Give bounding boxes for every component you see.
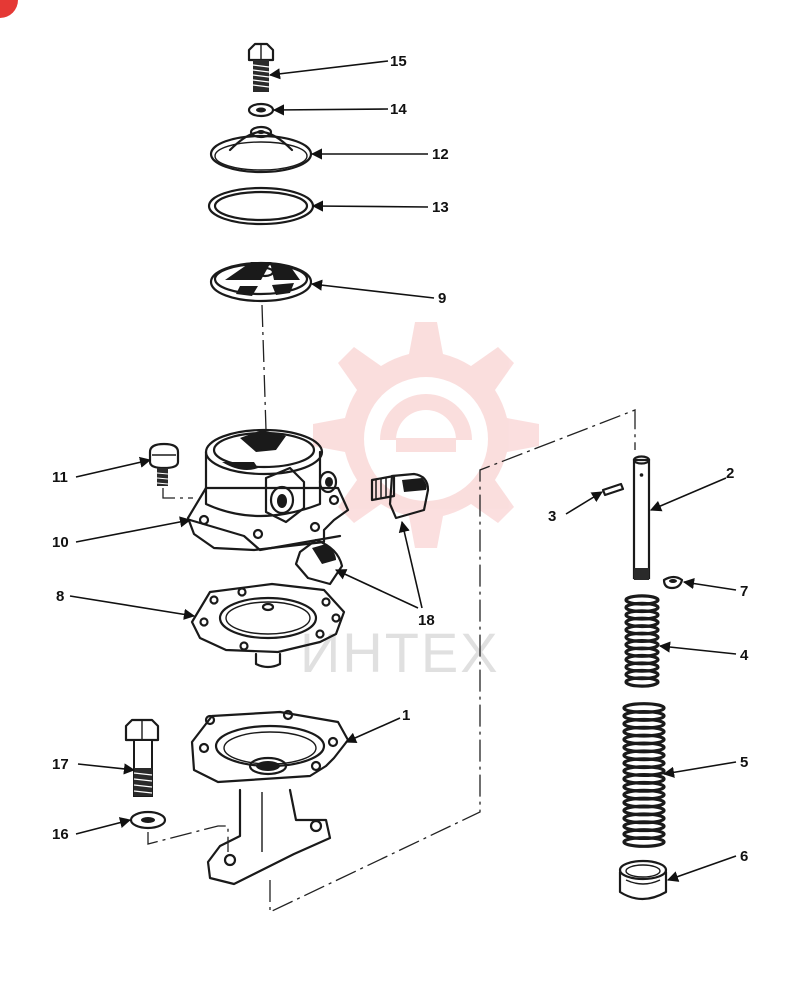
callout-8: 8 bbox=[56, 588, 64, 605]
callout-1: 1 bbox=[402, 707, 410, 724]
leader-18b bbox=[334, 569, 419, 609]
part-10-pump-body bbox=[186, 428, 350, 552]
leader-5 bbox=[662, 761, 737, 778]
callout-11: 11 bbox=[52, 469, 68, 486]
leader-18a bbox=[398, 520, 423, 609]
callout-13: 13 bbox=[432, 199, 449, 216]
part-1-base bbox=[190, 709, 350, 886]
callout-16: 16 bbox=[52, 826, 69, 843]
leader-11 bbox=[75, 456, 152, 478]
leader-3 bbox=[565, 491, 603, 515]
leader-9 bbox=[310, 279, 435, 299]
callout-6: 6 bbox=[740, 848, 748, 865]
part-11-screw bbox=[148, 442, 193, 499]
callout-17: 17 bbox=[52, 756, 69, 773]
part-14-washer bbox=[247, 102, 275, 118]
spring-coil bbox=[624, 676, 660, 688]
callout-12: 12 bbox=[432, 146, 449, 163]
leader-1 bbox=[344, 717, 401, 744]
spring-coil bbox=[622, 836, 666, 848]
part-9-valve-plate bbox=[209, 261, 313, 303]
center-line-upper bbox=[261, 304, 267, 431]
leader-14 bbox=[272, 104, 389, 116]
leader-7 bbox=[682, 577, 737, 591]
callout-3: 3 bbox=[548, 508, 556, 525]
part-8-diaphragm bbox=[190, 582, 346, 669]
callout-5: 5 bbox=[740, 754, 748, 771]
leader-4 bbox=[658, 641, 737, 655]
leader-17 bbox=[77, 763, 136, 775]
callout-14: 14 bbox=[390, 101, 407, 118]
leader-8 bbox=[69, 595, 196, 620]
callout-9: 9 bbox=[438, 290, 446, 307]
leader-13 bbox=[311, 200, 429, 212]
leader-10 bbox=[75, 516, 192, 543]
part-18-plug-a bbox=[370, 472, 430, 520]
leader-6 bbox=[666, 855, 737, 882]
callout-10: 10 bbox=[52, 534, 69, 551]
leader-16 bbox=[75, 817, 132, 835]
callout-7: 7 bbox=[740, 583, 748, 600]
center-line-lower bbox=[269, 409, 636, 914]
watermark-gear-logo bbox=[313, 322, 539, 548]
part-5-spring bbox=[622, 702, 666, 848]
part-18-plug-b bbox=[294, 538, 344, 586]
part-12-cover bbox=[209, 125, 313, 174]
callout-2: 2 bbox=[726, 465, 734, 482]
part-13-gasket-ring bbox=[207, 186, 315, 226]
part-16-lock-washer bbox=[129, 810, 229, 852]
callout-4: 4 bbox=[740, 647, 749, 664]
callout-15: 15 bbox=[390, 53, 407, 70]
leader-15 bbox=[268, 60, 389, 80]
part-15-bolt bbox=[247, 42, 275, 92]
part-2-rod bbox=[632, 455, 651, 580]
watermark-text: ИНТЕХ bbox=[300, 621, 500, 684]
callout-18: 18 bbox=[418, 612, 435, 629]
part-7-clip bbox=[662, 575, 684, 590]
part-6-cup bbox=[618, 859, 668, 901]
leader-2 bbox=[649, 477, 727, 512]
part-3-pin bbox=[601, 482, 625, 497]
part-4-spring bbox=[624, 594, 660, 688]
corner-mark bbox=[0, 0, 18, 18]
part-17-bolt bbox=[124, 718, 160, 797]
